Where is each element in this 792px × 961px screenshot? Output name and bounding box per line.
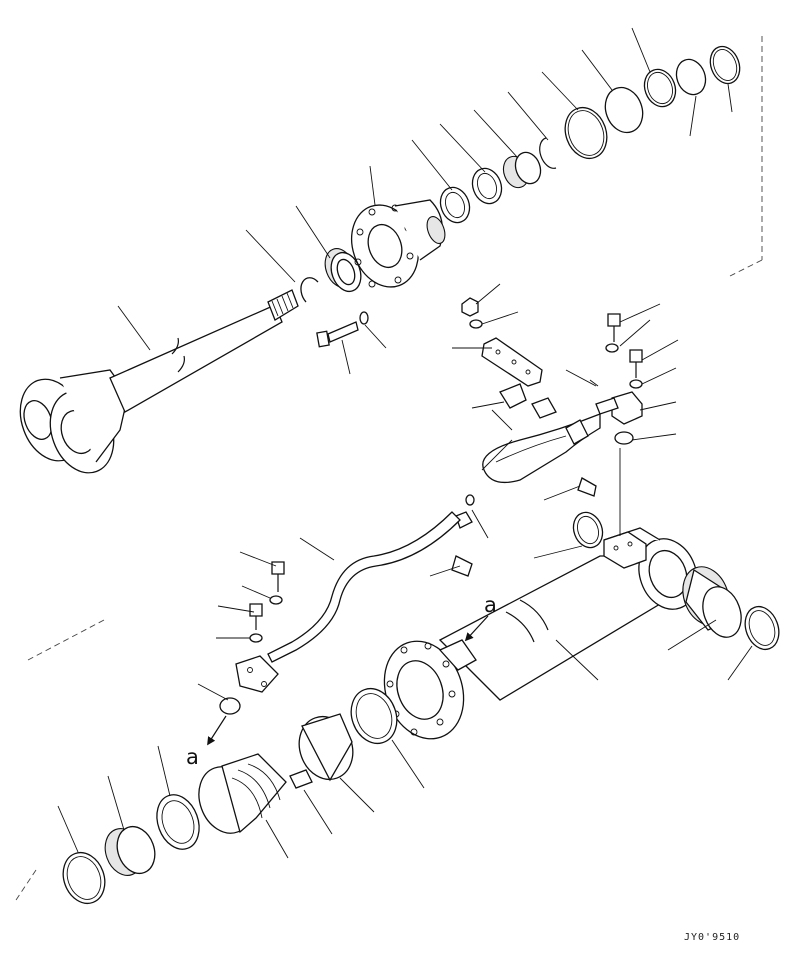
rod-bushing — [324, 248, 362, 293]
callout-a-upper: a — [464, 593, 497, 642]
leader-lines-bottom — [15, 739, 425, 901]
leader-lines-lower — [27, 448, 753, 701]
callout-a-upper-label: a — [484, 593, 497, 617]
snap-ring — [300, 277, 319, 303]
hose-assembly — [461, 297, 643, 497]
drawing-id: JY0'9510 — [684, 932, 740, 943]
seal-set — [439, 45, 741, 224]
pipe-assembly — [219, 494, 475, 715]
piston-rod — [19, 289, 299, 474]
callout-a-lower-label: a — [186, 745, 199, 769]
head-bolt — [316, 311, 369, 348]
tube-bushing — [682, 566, 780, 651]
piston-parts — [62, 687, 398, 905]
cylinder-head — [351, 199, 446, 288]
leader-lines-upper — [117, 27, 763, 375]
leader-lines-hose — [452, 283, 679, 501]
callout-a-lower: a — [186, 715, 227, 769]
collar-seal — [572, 511, 604, 549]
cylinder-tube — [383, 527, 698, 740]
